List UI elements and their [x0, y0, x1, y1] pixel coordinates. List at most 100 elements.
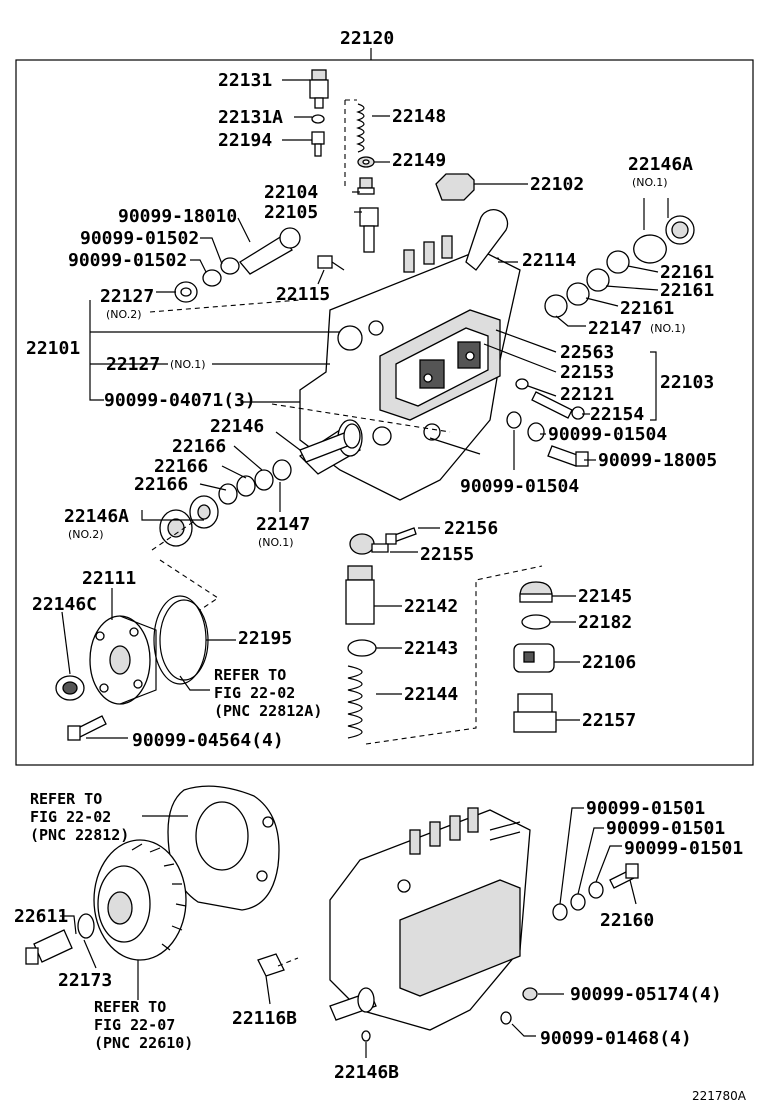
refer-note-2-line2: FIG 22-02	[30, 808, 111, 826]
part-22115-drawing	[317, 255, 345, 271]
bolt-90099-04564-drawing	[67, 715, 107, 741]
label-22611[interactable]: 22611	[14, 906, 68, 927]
label-22146A-no1[interactable]: 22146A	[628, 154, 693, 175]
frame-label-22120[interactable]: 22120	[340, 28, 394, 49]
label-22142[interactable]: 22142	[404, 596, 458, 617]
label-22166-a[interactable]: 22166	[172, 436, 226, 457]
part-22148-spring-drawing	[356, 103, 365, 153]
washers-90099-01504-drawing	[506, 411, 545, 442]
part-22143-drawing	[347, 639, 377, 657]
label-90099-04564[interactable]: 90099-04564(4)	[132, 730, 284, 751]
label-90099-01504-a[interactable]: 90099-01504	[548, 424, 667, 445]
refer-note-1-line3: (PNC 22812A)	[214, 702, 322, 720]
refer-note-1-line2: FIG 22-02	[214, 684, 295, 702]
label-90099-18010[interactable]: 90099-18010	[118, 206, 237, 227]
label-22146C[interactable]: 22146C	[32, 594, 97, 615]
label-22103[interactable]: 22103	[660, 372, 714, 393]
label-90099-01502-a[interactable]: 90099-01502	[80, 228, 199, 249]
note-22127-no2: (NO.2)	[106, 308, 142, 321]
label-22102[interactable]: 22102	[530, 174, 584, 195]
washers-22166-22147-drawing	[218, 459, 292, 505]
gear-drawing	[93, 839, 187, 961]
label-22116B[interactable]: 22116B	[232, 1008, 297, 1029]
part-22194-drawing	[311, 131, 325, 157]
label-22111[interactable]: 22111	[82, 568, 136, 589]
pump-assembly-drawing	[329, 807, 531, 1031]
label-22145[interactable]: 22145	[578, 586, 632, 607]
label-90099-05174[interactable]: 90099-05174(4)	[570, 984, 722, 1005]
note-22146A-no2: (NO.2)	[68, 528, 104, 541]
assembly-frame	[15, 48, 754, 766]
label-22194[interactable]: 22194	[218, 130, 272, 151]
refer-note-3-line2: FIG 22-07	[94, 1016, 175, 1034]
label-22147-no1-b[interactable]: 22147	[256, 514, 310, 535]
label-90099-01501-b[interactable]: 90099-01501	[606, 818, 725, 839]
label-22101[interactable]: 22101	[26, 338, 80, 359]
part-22102-drawing	[435, 173, 475, 201]
plug-22146B-drawing	[361, 1030, 371, 1042]
label-22131A[interactable]: 22131A	[218, 107, 283, 128]
label-22166-c[interactable]: 22166	[134, 474, 188, 495]
label-22146B[interactable]: 22146B	[334, 1062, 399, 1083]
label-22104[interactable]: 22104	[264, 182, 318, 203]
label-22114[interactable]: 22114	[522, 250, 576, 271]
label-90099-01502-b[interactable]: 90099-01502	[68, 250, 187, 271]
label-22154[interactable]: 22154	[590, 404, 644, 425]
drive-cover-drawing	[167, 785, 280, 911]
label-90099-01501-a[interactable]: 90099-01501	[586, 798, 705, 819]
note-22146A-no1: (NO.1)	[632, 176, 668, 189]
label-22156[interactable]: 22156	[444, 518, 498, 539]
label-22161-a[interactable]: 22161	[660, 262, 714, 283]
label-22121[interactable]: 22121	[560, 384, 614, 405]
label-22173[interactable]: 22173	[58, 970, 112, 991]
label-22161-b[interactable]: 22161	[660, 280, 714, 301]
label-90099-01468[interactable]: 90099-01468(4)	[540, 1028, 692, 1049]
label-22153[interactable]: 22153	[560, 362, 614, 383]
label-90099-01504-b[interactable]: 90099-01504	[460, 476, 579, 497]
label-22160[interactable]: 22160	[600, 910, 654, 931]
part-90099-18010-bolt-drawing	[239, 227, 301, 275]
shims-22161-drawing	[544, 250, 630, 318]
label-22182[interactable]: 22182	[578, 612, 632, 633]
label-22563[interactable]: 22563	[560, 342, 614, 363]
label-22105[interactable]: 22105	[264, 202, 318, 223]
label-22146[interactable]: 22146	[210, 416, 264, 437]
label-22166-b[interactable]: 22166	[154, 456, 208, 477]
refer-note-2-line1: REFER TO	[30, 790, 102, 808]
label-22149[interactable]: 22149	[392, 150, 446, 171]
label-90099-04071[interactable]: 90099-04071(3)	[104, 390, 256, 411]
part-22155-drawing	[349, 533, 389, 555]
label-22143[interactable]: 22143	[404, 638, 458, 659]
label-22131[interactable]: 22131	[218, 70, 272, 91]
refer-note-1-line1: REFER TO	[214, 666, 286, 684]
label-22155[interactable]: 22155	[420, 544, 474, 565]
note-22147-no1: (NO.1)	[650, 322, 686, 335]
label-22161-c[interactable]: 22161	[620, 298, 674, 319]
block-22116B-drawing	[257, 953, 285, 977]
label-22195[interactable]: 22195	[238, 628, 292, 649]
seal-22146C-drawing	[55, 675, 85, 701]
label-22147-no1[interactable]: 22147	[588, 318, 642, 339]
bearing-22146A-no2-drawing	[159, 495, 219, 547]
part-22156-drawing	[385, 527, 417, 545]
washers-90099-01502-drawing	[202, 257, 240, 287]
nut-90099-05174-drawing	[522, 987, 538, 1001]
note-22147-no1-b: (NO.1)	[258, 536, 294, 549]
label-22127-no1[interactable]: 22127	[106, 354, 160, 375]
label-90099-01501-c[interactable]: 90099-01501	[624, 838, 743, 859]
bolts-22121-22154-drawing	[515, 378, 585, 420]
label-22146A-no2[interactable]: 22146A	[64, 506, 129, 527]
label-22127-no2[interactable]: 22127	[100, 286, 154, 307]
note-22127-no1: (NO.1)	[170, 358, 206, 371]
label-22106[interactable]: 22106	[582, 652, 636, 673]
cover-22103-drawing	[379, 309, 501, 421]
label-22115[interactable]: 22115	[276, 284, 330, 305]
label-22148[interactable]: 22148	[392, 106, 446, 127]
label-22157[interactable]: 22157	[582, 710, 636, 731]
label-22144[interactable]: 22144	[404, 684, 458, 705]
part-22146A-no1-bearing-drawing	[633, 234, 667, 264]
refer-note-2-line3: (PNC 22812)	[30, 826, 129, 844]
label-90099-18005[interactable]: 90099-18005	[598, 450, 717, 471]
washer-22173-drawing	[77, 913, 95, 939]
